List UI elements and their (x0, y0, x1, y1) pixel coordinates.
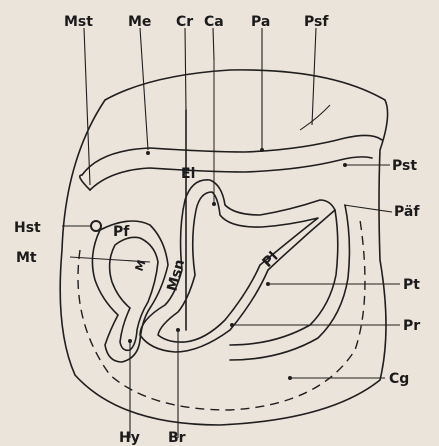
label-paf: Päf (394, 204, 420, 220)
label-ca: Ca (204, 14, 224, 30)
label-mst: Mst (64, 14, 93, 30)
label-pa: Pa (251, 14, 270, 30)
hypostyle-circle (91, 221, 101, 231)
label-hy: Hy (119, 430, 140, 446)
label-br: Br (168, 430, 186, 446)
label-cg: Cg (389, 371, 409, 387)
label-hst: Hst (14, 220, 41, 236)
label-pf: Pf (113, 224, 130, 240)
label-pst: Pst (392, 158, 417, 174)
hypocone-inner (110, 237, 158, 350)
label-me: Me (128, 14, 151, 30)
valley-outer (140, 180, 335, 352)
label-psf: Psf (304, 14, 329, 30)
label-mt: Mt (16, 250, 37, 266)
protocone-inner (230, 205, 349, 360)
psf-groove (300, 105, 330, 130)
label-m: M (133, 258, 149, 273)
left-cusp-outline (80, 175, 90, 190)
label-pr: Pr (403, 318, 420, 334)
label-cr: Cr (176, 14, 193, 30)
cingulum-dashed (78, 220, 365, 410)
label-el: El (181, 166, 195, 182)
label-pt: Pt (403, 277, 420, 293)
label-pl: Pl (260, 249, 282, 271)
upper-ridge-inner (90, 157, 372, 190)
upper-ridge-outer (82, 135, 382, 175)
